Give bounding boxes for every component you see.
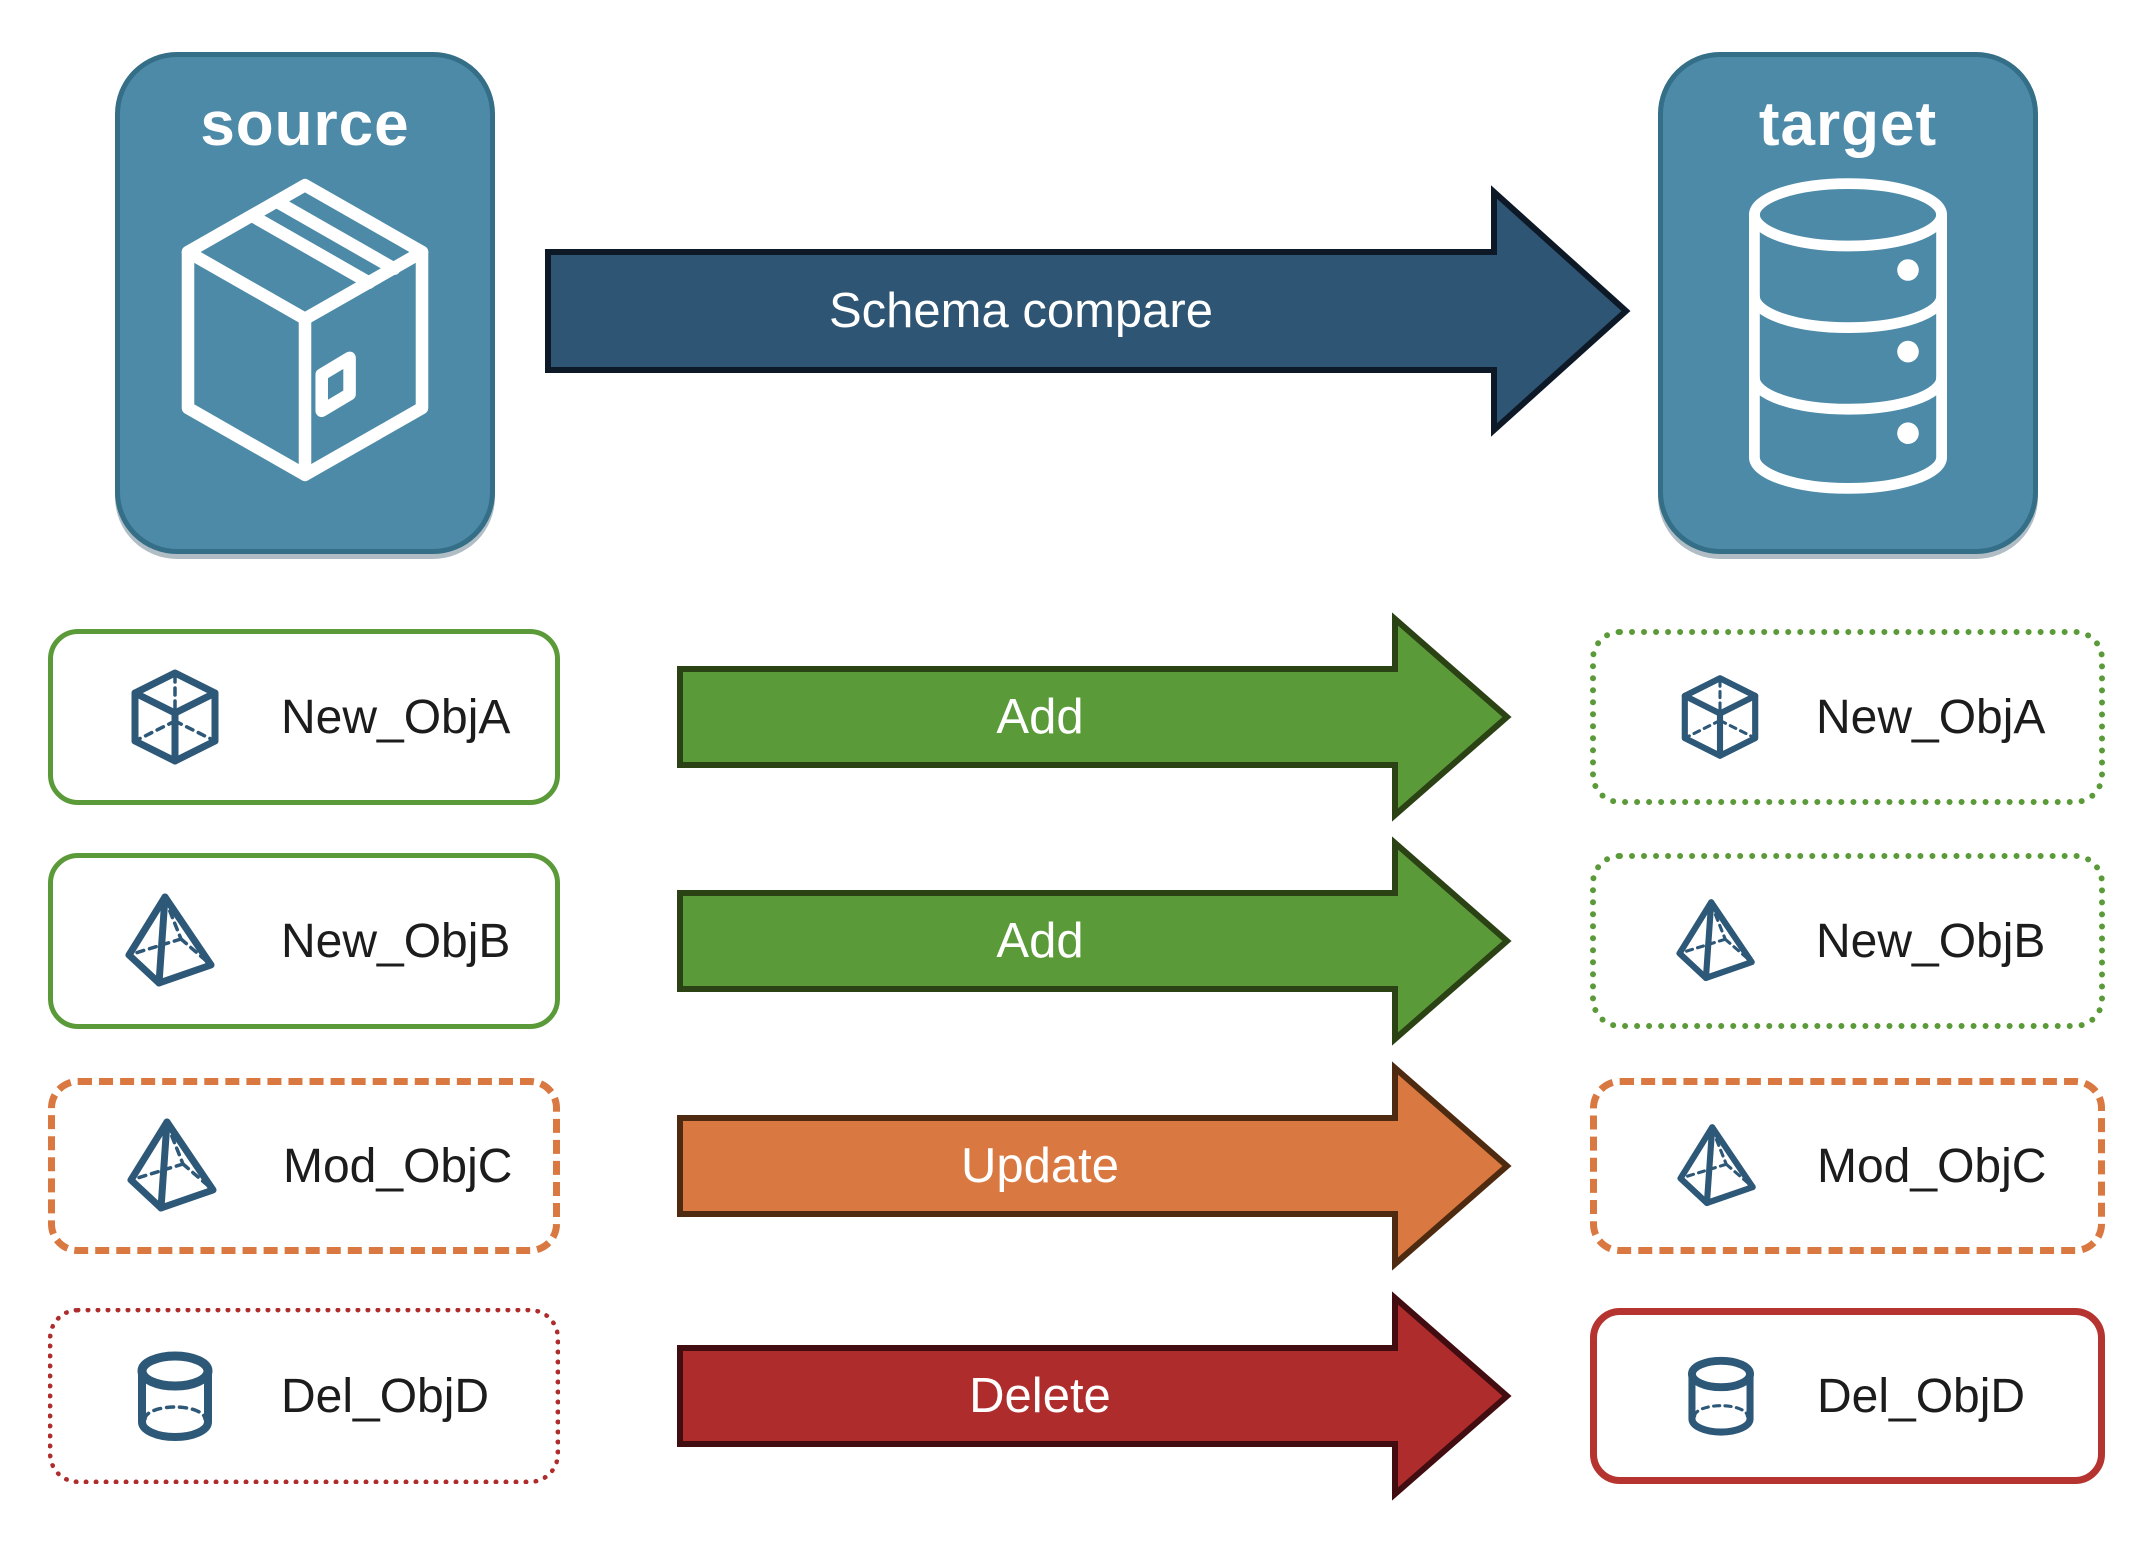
target-object-card: New_ObjB xyxy=(1590,853,2105,1029)
target-object-label: New_ObjA xyxy=(1816,690,2046,744)
source-object-card: New_ObjA xyxy=(48,629,560,805)
target-object-card: Mod_ObjC xyxy=(1590,1078,2105,1254)
diff-row: Mod_ObjC Update Mod_ObjC xyxy=(0,1061,2150,1271)
target-panel: target xyxy=(1658,52,2038,554)
cube-icon xyxy=(125,667,225,767)
cylinder-icon xyxy=(125,1346,225,1446)
source-panel: source xyxy=(115,52,495,554)
diff-row: Del_ObjD Delete Del_ObjD xyxy=(0,1291,2150,1501)
action-label: Add xyxy=(996,914,1083,968)
target-title: target xyxy=(1758,90,1938,159)
target-object-label: New_ObjB xyxy=(1816,914,2046,968)
target-object-card: Del_ObjD xyxy=(1590,1308,2105,1484)
source-object-label: New_ObjA xyxy=(281,690,511,744)
pyramid-icon xyxy=(125,891,225,991)
target-object-label: Mod_ObjC xyxy=(1817,1139,2047,1193)
cube-icon xyxy=(1676,673,1764,761)
source-object-card: Del_ObjD xyxy=(48,1308,560,1484)
source-object-label: New_ObjB xyxy=(281,914,511,968)
add-arrow: Add xyxy=(677,836,1512,1046)
source-object-label: Del_ObjD xyxy=(281,1369,490,1423)
cylinder-icon xyxy=(1677,1352,1765,1440)
pyramid-icon xyxy=(127,1116,227,1216)
action-label: Update xyxy=(961,1139,1119,1193)
source-object-label: Mod_ObjC xyxy=(283,1139,513,1193)
target-object-label: Del_ObjD xyxy=(1817,1369,2026,1423)
schema-compare-label: Schema compare xyxy=(829,284,1213,338)
pyramid-icon xyxy=(1676,897,1764,985)
source-title: source xyxy=(200,90,410,159)
diff-row: New_ObjB Add New_ObjB xyxy=(0,836,2150,1046)
delete-arrow: Delete xyxy=(677,1291,1512,1501)
target-object-card: New_ObjA xyxy=(1590,629,2105,805)
action-label: Delete xyxy=(969,1369,1111,1423)
database-icon xyxy=(1749,178,1947,494)
update-arrow: Update xyxy=(677,1061,1512,1271)
package-icon xyxy=(181,178,429,482)
source-object-card: New_ObjB xyxy=(48,853,560,1029)
source-object-card: Mod_ObjC xyxy=(48,1078,560,1254)
diff-row: New_ObjA Add New_ObjA xyxy=(0,612,2150,822)
schema-compare-arrow: Schema compare xyxy=(545,185,1631,437)
add-arrow: Add xyxy=(677,612,1512,822)
pyramid-icon xyxy=(1677,1122,1765,1210)
action-label: Add xyxy=(996,690,1083,744)
